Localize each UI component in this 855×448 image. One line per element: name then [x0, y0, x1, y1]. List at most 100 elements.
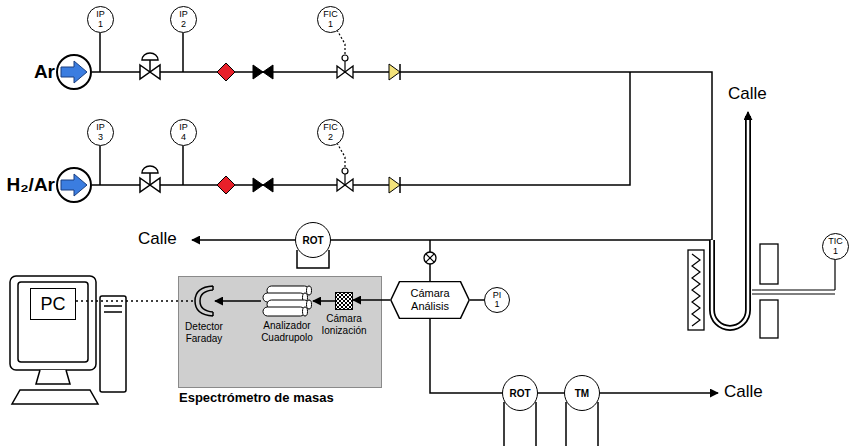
- connector: [353, 299, 390, 301]
- drawing-svg: [261, 285, 313, 317]
- drawing-rect: [336, 293, 353, 310]
- drawing-use: [253, 178, 273, 192]
- node-text: IP 1: [96, 10, 104, 29]
- pump-symbol: TM: [564, 375, 600, 411]
- node-text: Detector Faraday: [185, 321, 223, 344]
- drawing-path: [92, 72, 712, 240]
- drawing-circle: [424, 252, 436, 264]
- outlet-label: Calle: [138, 229, 177, 249]
- drawing-rect: [760, 244, 778, 284]
- drawing-svg: [58, 169, 90, 201]
- node-text: TM: [575, 388, 589, 399]
- control-signal-lines: [337, 30, 345, 168]
- drawing-path: [61, 61, 87, 83]
- node-text: Cámara Ionización: [321, 313, 366, 336]
- pump-symbol: ROT: [502, 375, 538, 411]
- drawing-use: [217, 176, 235, 194]
- drawing-path: [337, 143, 345, 168]
- valve-train: [140, 53, 400, 194]
- computer-drawing: [10, 276, 126, 404]
- drawing-svg: [335, 292, 353, 310]
- drawing-path: [747, 112, 749, 118]
- drawing-rect: [18, 282, 88, 362]
- connector: [470, 299, 484, 301]
- node-text: Analizador Cuadrupolo: [261, 320, 313, 343]
- instrument-bubble: IP 3: [87, 119, 114, 146]
- drawing-polygon: [391, 281, 469, 318]
- instrument-bubble: FIC 1: [317, 6, 344, 33]
- ionization-chamber: Cámara Ionización: [335, 292, 353, 310]
- sampling-valve: [424, 252, 436, 264]
- node-text: ROT: [509, 388, 530, 399]
- node-text: Cámara Análisis: [410, 287, 449, 312]
- node-text: ROT: [302, 235, 323, 246]
- drawing-rect: [100, 296, 126, 392]
- instrument-bubble: PI 1: [484, 287, 510, 313]
- drawing-rect: [760, 300, 778, 338]
- drawing-use: [389, 64, 400, 80]
- drawing-use: [140, 166, 160, 192]
- drawing-svg: [58, 56, 90, 88]
- instrument-bubble: IP 4: [170, 119, 197, 146]
- node-text: TIC 1: [828, 237, 843, 256]
- gas-pipes: [92, 33, 712, 240]
- node-text: IP 2: [179, 10, 187, 29]
- drawing-use: [337, 168, 353, 191]
- drawing-path: [36, 370, 70, 384]
- instrument-bubble: IP 2: [170, 6, 197, 33]
- drawing-ellipse: [307, 286, 312, 295]
- pump-symbol: ROT: [295, 222, 331, 258]
- drawing-rect: [688, 250, 704, 330]
- connector: [215, 300, 261, 302]
- drawing-ellipse: [307, 300, 312, 309]
- computer-box: PC: [30, 288, 76, 320]
- instrument-bubble: IP 1: [87, 6, 114, 33]
- connector: [313, 300, 335, 302]
- drawing-rect: [263, 307, 305, 316]
- drawing-path: [195, 286, 213, 316]
- drawing-use: [140, 53, 160, 79]
- instrument-bubble: TIC 1: [822, 233, 849, 260]
- drawing-svg: [193, 284, 215, 318]
- drawing-use: [253, 65, 273, 79]
- outlet-label: Calle: [724, 382, 763, 402]
- connector: [538, 392, 564, 394]
- drawing-use: [217, 63, 235, 81]
- drawing-path: [104, 306, 122, 312]
- drawing-path: [426, 254, 434, 262]
- connector: [76, 300, 193, 301]
- drawing-path: [61, 174, 87, 196]
- drawing-path: [752, 259, 835, 294]
- node-text: IP 4: [179, 123, 187, 142]
- drawing-path: [100, 33, 183, 185]
- reactor: [688, 112, 835, 338]
- node-text: IP 3: [96, 123, 104, 142]
- node-text: H₂/Ar: [6, 174, 55, 196]
- node-text: FIC 2: [323, 123, 338, 142]
- connector: [430, 319, 502, 393]
- analysis-chamber: Cámara Análisis: [390, 281, 470, 319]
- drawing-use: [389, 177, 400, 193]
- gas-source: H₂/Ar: [56, 167, 92, 203]
- drawing-rect: [336, 293, 353, 310]
- quadrupole-analyzer: Analizador Cuadrupolo: [261, 285, 313, 317]
- drawing-rect: [10, 276, 96, 370]
- gas-source: Ar: [56, 54, 92, 90]
- instrument-bubble: FIC 2: [317, 119, 344, 146]
- drawing-path: [712, 116, 748, 328]
- drawing-path: [192, 239, 712, 241]
- spectrometer-housing: Espectrómetro de masasDetector FaradayAn…: [178, 276, 382, 388]
- drawing-path: [712, 116, 748, 328]
- drawing-use: [337, 55, 353, 78]
- drawing-path: [12, 390, 98, 404]
- node-text: Ar: [34, 61, 55, 83]
- node-text: FIC 1: [323, 10, 338, 29]
- node-text: PC: [40, 294, 65, 315]
- faraday-detector: Detector Faraday: [193, 284, 215, 318]
- node-text: Espectrómetro de masas: [179, 390, 334, 405]
- outlet-label: Calle: [728, 84, 767, 104]
- drawing-polyline: [692, 254, 700, 326]
